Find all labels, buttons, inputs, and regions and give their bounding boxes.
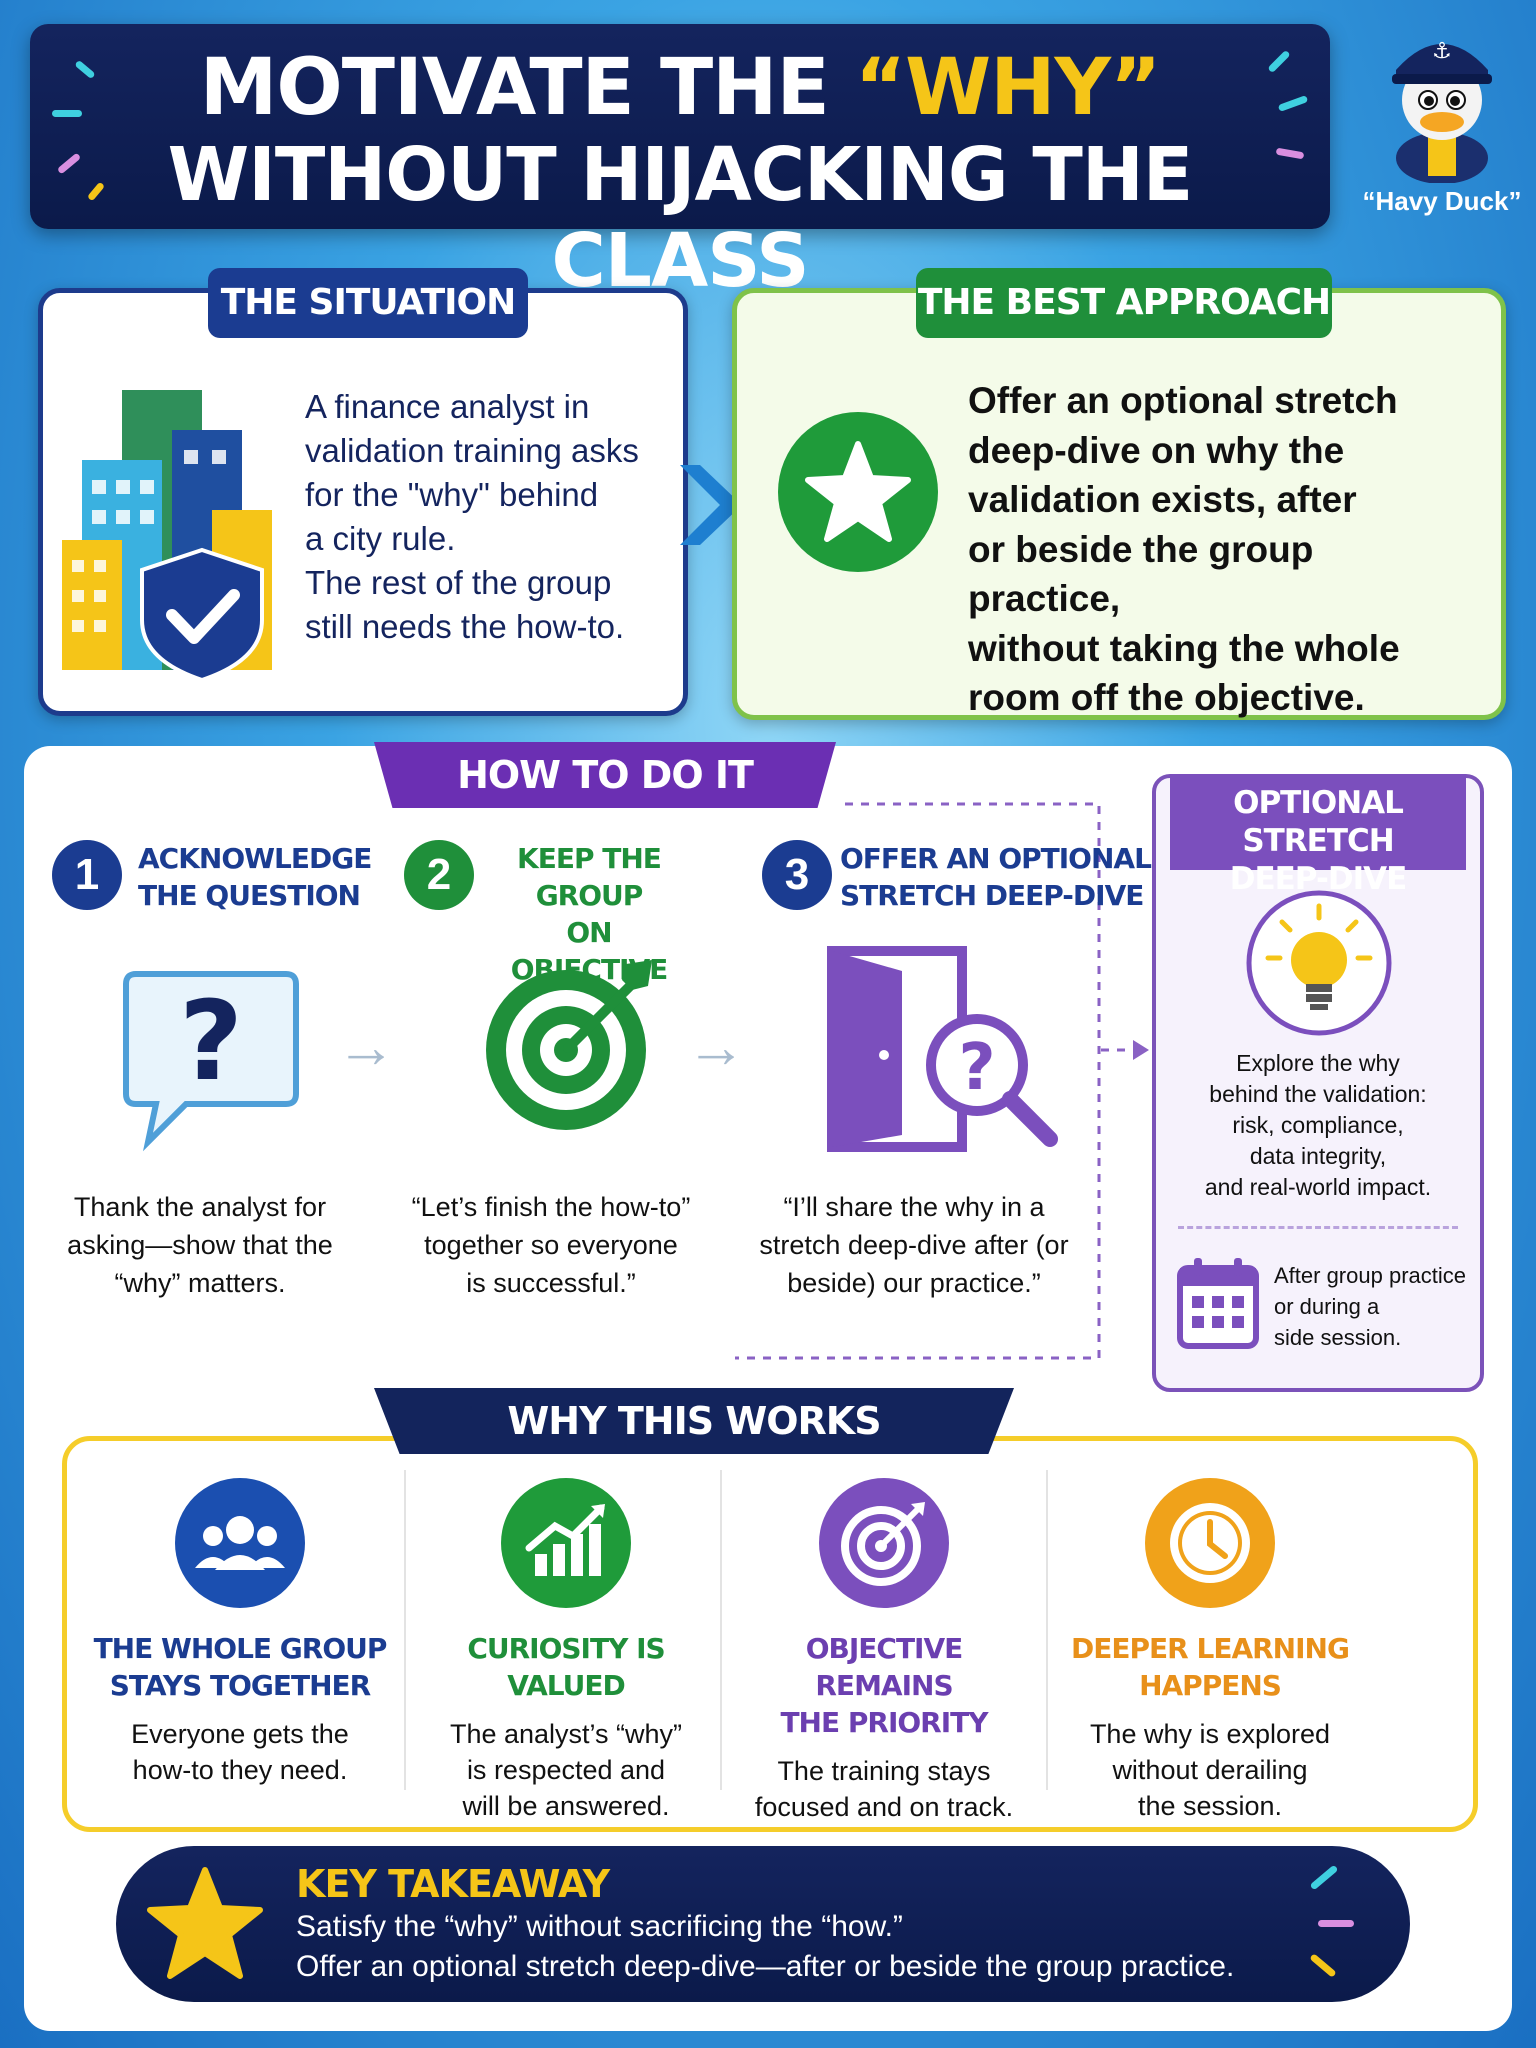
svg-text:⚓: ⚓ xyxy=(1432,39,1452,64)
group-people-icon xyxy=(195,1516,285,1570)
key-takeaway-banner xyxy=(116,1846,1410,2002)
sparkle-decoration xyxy=(1318,1920,1354,1927)
situation-tab: THE SITUATION xyxy=(208,268,528,338)
chevron-right-icon xyxy=(680,465,742,545)
divider xyxy=(720,1470,722,1790)
optional-deep-dive-heading: OPTIONAL STRETCH DEEP-DIVE xyxy=(1170,774,1466,897)
divider xyxy=(1178,1226,1458,1229)
optional-schedule-text: After group practice or during a side se… xyxy=(1274,1263,1466,1350)
target-icon xyxy=(486,960,652,1130)
city-buildings-icon xyxy=(62,390,272,680)
why-ribbon: WHY THIS WORKS xyxy=(374,1388,1014,1454)
star-icon xyxy=(805,441,911,542)
step-2-number: 2 xyxy=(404,840,474,910)
growth-chart-icon xyxy=(525,1504,605,1576)
step-1-description: Thank the analyst for asking—show that t… xyxy=(67,1192,333,1298)
approach-tab: THE BEST APPROACH xyxy=(916,268,1332,338)
situation-text: A finance analyst in validation training… xyxy=(305,388,639,645)
title-banner: MOTIVATE THE “WHY” WITHOUT HIJACKING THE… xyxy=(30,24,1330,304)
door-magnifier-icon: ? xyxy=(827,946,1058,1152)
key-takeaway-line2: Offer an optional stretch deep-dive—afte… xyxy=(296,1950,1235,1983)
step-3-description: “I’ll share the why in a stretch deep-di… xyxy=(759,1192,1069,1298)
star-badge xyxy=(778,412,938,572)
why-item-group: THE WHOLE GROUP STAYS TOGETHER Everyone … xyxy=(90,1478,390,1788)
step-1-title: ACKNOWLEDGE THE QUESTION xyxy=(138,842,372,912)
step-1-number: 1 xyxy=(52,840,122,910)
title-part1: MOTIVATE THE xyxy=(199,43,855,133)
question-bubble-icon: ? xyxy=(123,971,299,1152)
svg-text:?: ? xyxy=(179,977,243,1105)
divider xyxy=(404,1470,406,1790)
approach-text: Offer an optional stretch deep-dive on w… xyxy=(968,380,1400,718)
sparkle-decoration xyxy=(52,110,82,117)
why-item-curiosity: CURIOSITY IS VALUED The analyst’s “why” … xyxy=(416,1478,716,1824)
svg-text:?: ? xyxy=(958,1031,995,1105)
duck-icon: ⚓ xyxy=(1392,39,1492,184)
how-ribbon: HOW TO DO IT xyxy=(374,742,836,808)
mascot-name: “Havy Duck” xyxy=(1362,186,1522,216)
key-takeaway-title: KEY TAKEAWAY xyxy=(296,1862,610,1906)
why-item-objective: OBJECTIVE REMAINS THE PRIORITY The train… xyxy=(734,1478,1034,1825)
step-2-description: “Let’s finish the how-to” together so ev… xyxy=(411,1192,691,1298)
arrow-right-icon: → xyxy=(686,1013,746,1080)
title-highlight: “WHY” xyxy=(854,43,1161,133)
star-icon xyxy=(147,1867,263,1979)
calendar-icon xyxy=(1177,1258,1259,1349)
lightbulb-icon xyxy=(1246,890,1392,1036)
optional-deep-dive-text: Explore the why behind the validation: r… xyxy=(1204,1050,1432,1200)
step-3-number: 3 xyxy=(762,840,832,910)
title-line2: WITHOUT HIJACKING THE CLASS xyxy=(167,132,1194,304)
divider xyxy=(1046,1470,1048,1790)
optional-deep-dive-card xyxy=(1152,774,1484,1392)
dashed-connector xyxy=(735,802,1149,1360)
target-icon xyxy=(841,1502,925,1586)
why-item-deeper-learning: DEEPER LEARNING HAPPENS The why is explo… xyxy=(1060,1478,1360,1824)
arrow-right-icon: → xyxy=(336,1013,396,1080)
duck-mascot: ⚓ “Havy Duck” xyxy=(1362,18,1522,218)
step-3-title: OFFER AN OPTIONAL STRETCH DEEP-DIVE xyxy=(840,842,1152,912)
clock-icon xyxy=(1170,1503,1250,1583)
key-takeaway-line1: Satisfy the “why” without sacrificing th… xyxy=(296,1910,903,1943)
